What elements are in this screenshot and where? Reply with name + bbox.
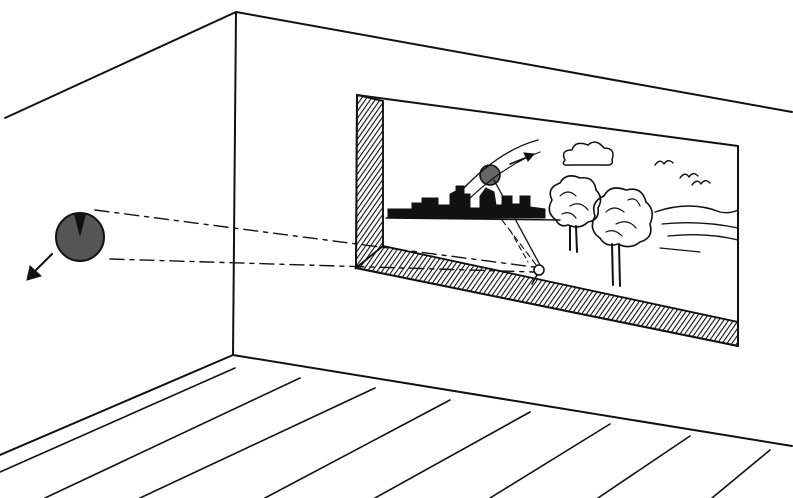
window-inner-edge: [382, 100, 739, 323]
back-wall-top-edge: [235, 11, 793, 113]
wall-corner-edge: [232, 11, 237, 356]
bird: [691, 180, 711, 186]
tree-left-icon: [548, 175, 602, 253]
birds-icon: [654, 160, 711, 186]
tree-canopy-detail: [559, 191, 589, 219]
motion-arrow-head: [26, 265, 43, 281]
floor-board-line: [44, 377, 301, 498]
floor-board-line: [597, 435, 691, 498]
left-wall-top-edge: [4, 11, 237, 119]
projection-rays: [94, 209, 535, 273]
motion-arrow-shaft: [33, 253, 53, 273]
window-left-jamb: [355, 93, 384, 270]
sun-ray: [501, 219, 541, 271]
sun-ray: [493, 179, 541, 266]
window-frame: [355, 94, 739, 347]
tree-canopy: [548, 175, 602, 228]
room: [0, 11, 793, 456]
tree-canopy-detail: [605, 198, 641, 237]
floor-boards: [0, 367, 771, 498]
water-line: [667, 234, 739, 241]
floor-board-line: [0, 367, 236, 473]
aperture-stand: [531, 274, 538, 285]
tree-trunk: [611, 243, 614, 286]
floor-board-line: [139, 387, 376, 498]
water-line: [659, 247, 701, 253]
back-floor-edge: [232, 354, 793, 447]
floor-board-line: [264, 399, 451, 498]
tree-trunk: [618, 243, 621, 287]
window-sill: [353, 245, 739, 348]
projection-ray-lower: [109, 258, 535, 273]
floor-board-line: [374, 411, 531, 498]
hill-line: [654, 205, 739, 214]
bird: [679, 173, 699, 179]
left-floor-edge: [0, 354, 234, 456]
tree-trunk: [575, 225, 578, 253]
bird: [654, 160, 674, 166]
ball-notch: [74, 214, 86, 237]
aperture-icon: [531, 264, 545, 285]
water-line: [661, 222, 739, 229]
aperture-hole: [533, 264, 545, 276]
motion-arrow-icon: [26, 253, 53, 281]
projection-ray-upper: [94, 209, 535, 268]
floor-board-line: [489, 423, 611, 498]
floor-board-line: [711, 449, 771, 498]
ball-icon: [55, 212, 105, 262]
sun-ray: [509, 229, 529, 263]
tree-right-icon: [591, 187, 654, 287]
cloud-icon: [562, 141, 614, 166]
landscape-view: [385, 139, 739, 287]
tree-canopy: [591, 187, 654, 248]
city-skyline-icon: [387, 185, 546, 219]
sun-path-arc: [461, 139, 539, 191]
window: [353, 93, 739, 348]
sun-motion-arrow-head: [523, 152, 536, 162]
